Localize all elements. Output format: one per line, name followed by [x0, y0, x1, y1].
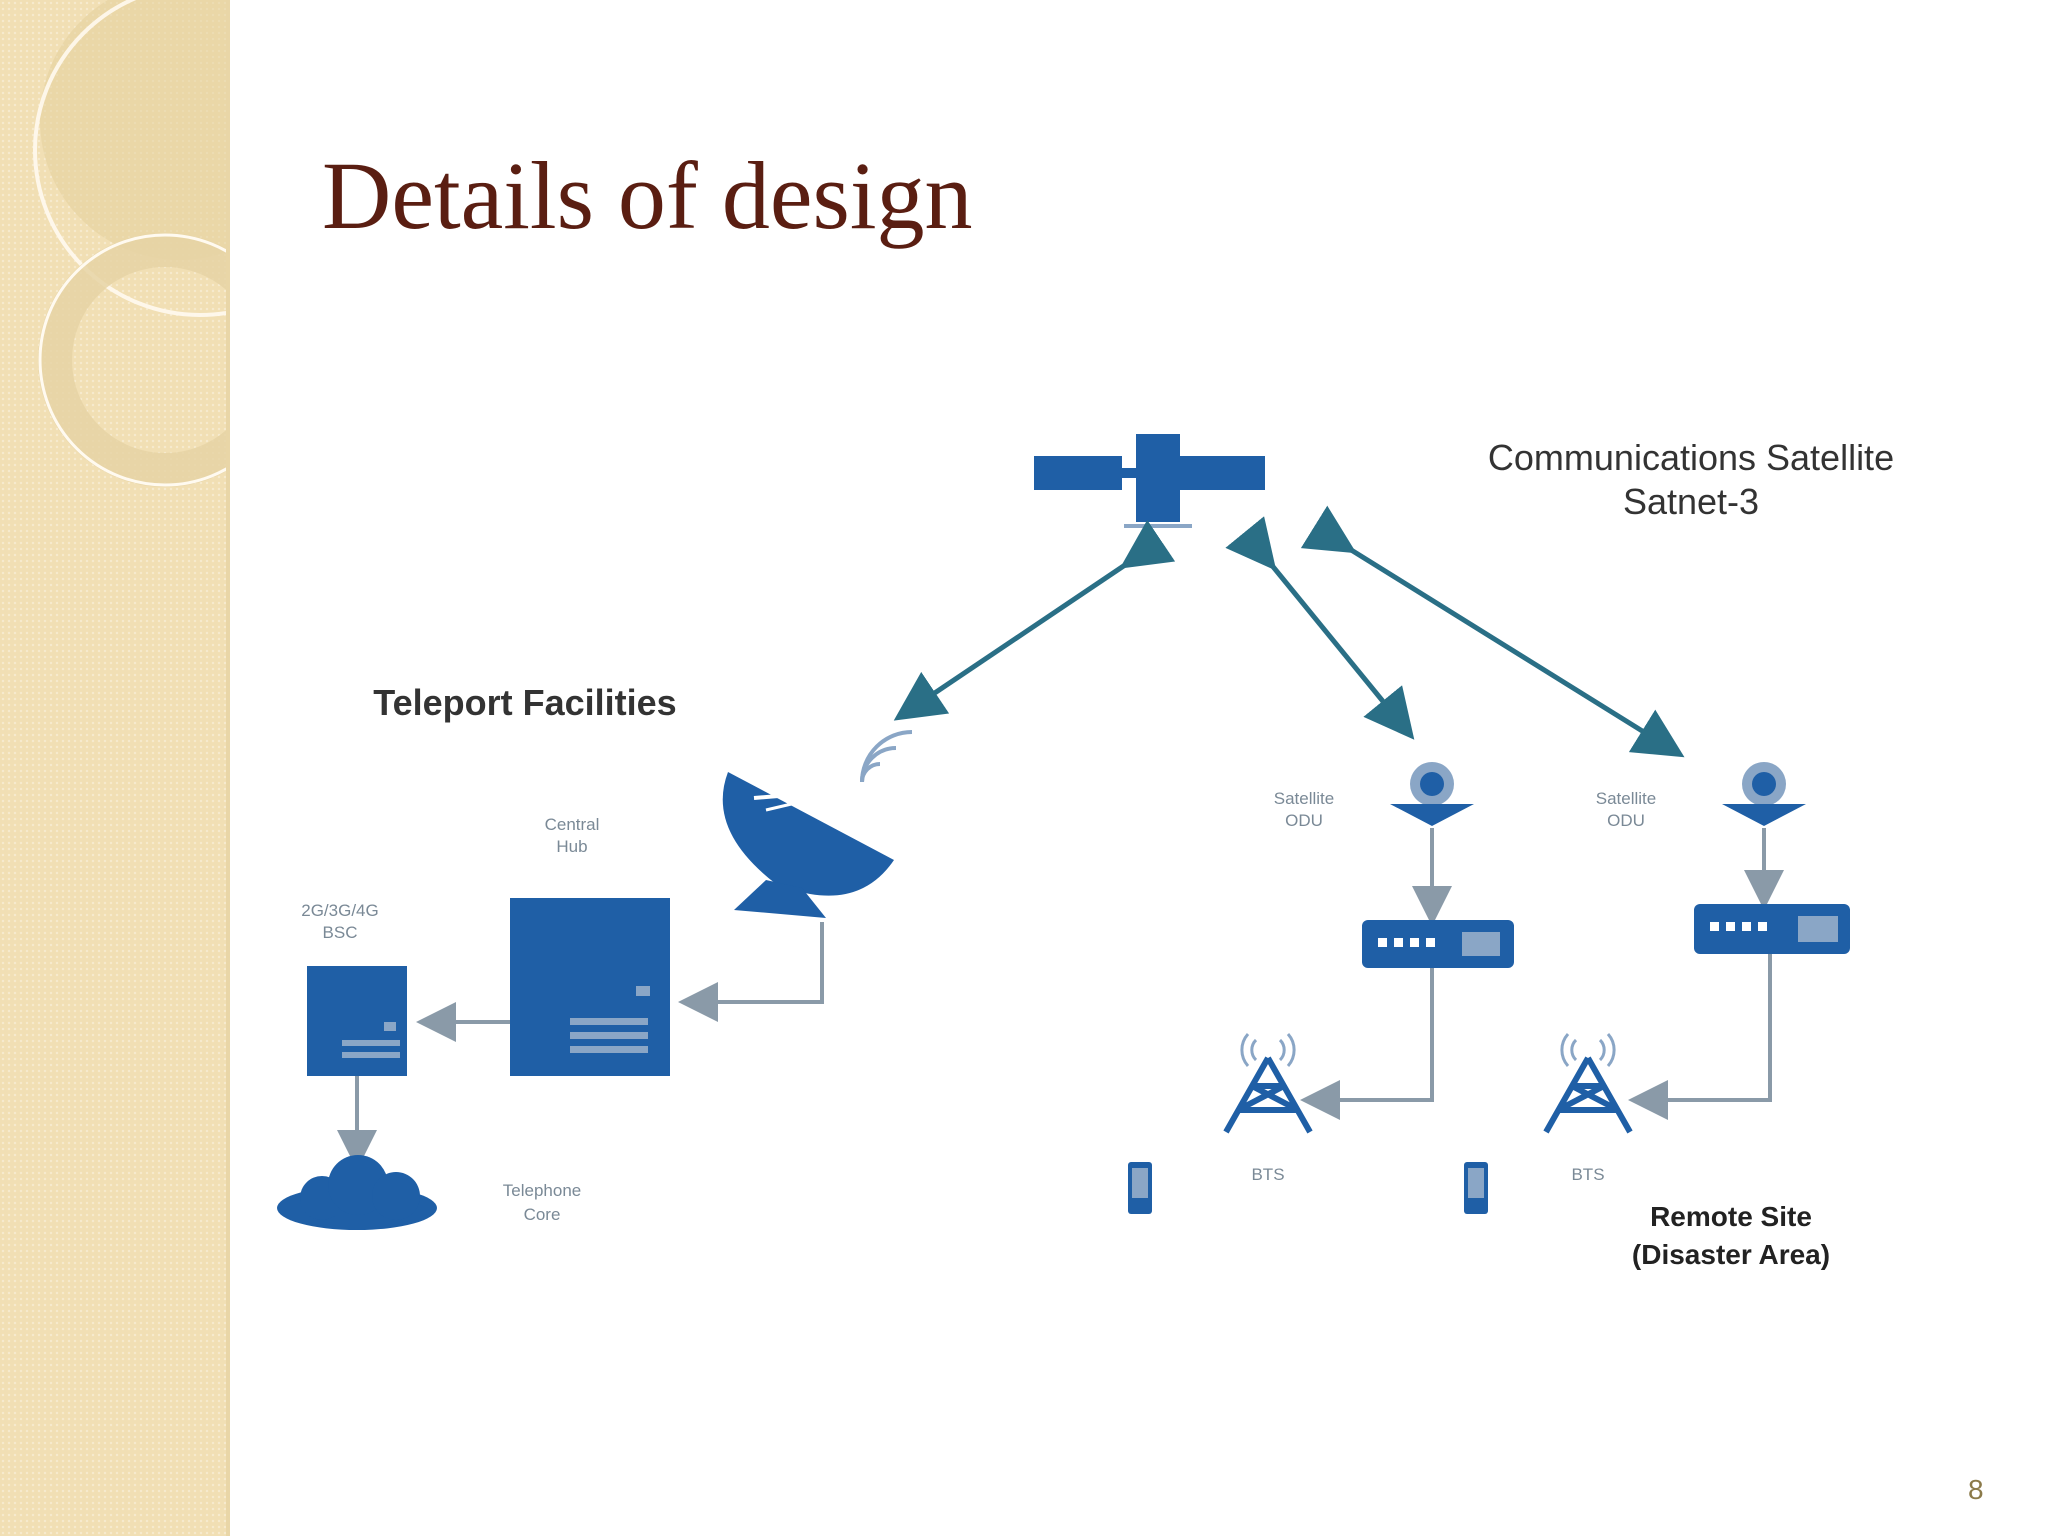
satellite-remote1-link: [1225, 516, 1415, 740]
central-hub-label-line2: Hub: [556, 837, 587, 856]
satellite-label-line1: Communications Satellite: [1488, 437, 1894, 478]
central-hub-label-line1: Central: [545, 815, 600, 834]
phone2-icon: [1464, 1162, 1488, 1214]
modem1-icon: [1362, 920, 1514, 968]
odu1-label-line1: Satellite: [1274, 789, 1334, 808]
bts1-label: BTS: [1251, 1165, 1284, 1184]
satellite-teleport-link: [893, 519, 1176, 721]
odu2-label-line2: ODU: [1607, 811, 1645, 830]
slide-title: Details of design: [322, 142, 973, 249]
satellite-label-line2: Satnet-3: [1623, 481, 1759, 522]
teleport-label: Teleport Facilities: [373, 682, 676, 723]
bsc-icon: [307, 966, 407, 1076]
bsc-label-line2: BSC: [323, 923, 358, 942]
bsc-label-line1: 2G/3G/4G: [301, 901, 378, 920]
page-number: 8: [1968, 1474, 1984, 1505]
network-diagram: Communications Satellite Satnet-3 Telepo…: [277, 434, 1894, 1270]
remote-site-label-line1: Remote Site: [1650, 1201, 1812, 1232]
remote-site-label-line2: (Disaster Area): [1632, 1239, 1830, 1270]
phone1-icon: [1128, 1162, 1152, 1214]
band-edge: [226, 0, 230, 1536]
satellite-icon: [1034, 434, 1265, 528]
modem2-to-bts2-connector: [1628, 954, 1772, 1120]
decorative-rings: [33, 0, 367, 487]
decorative-side-band: [0, 0, 367, 1536]
odu2-icon: [1722, 762, 1806, 826]
modem1-to-bts1-connector: [1300, 968, 1434, 1120]
dish-to-hub-connector: [678, 922, 824, 1022]
bts2-label: BTS: [1571, 1165, 1604, 1184]
cloud-icon: [277, 1155, 437, 1230]
satellite-remote2-link: [1300, 505, 1685, 758]
tower2-icon: [1543, 1033, 1633, 1134]
satellite-dish-icon: [722, 730, 913, 918]
telephone-core-label-line1: Telephone: [503, 1181, 581, 1200]
tower1-icon: [1223, 1033, 1313, 1134]
modem2-icon: [1694, 904, 1850, 954]
telephone-core-label-line2: Core: [524, 1205, 561, 1224]
odu1-icon: [1390, 762, 1474, 826]
odu2-label-line1: Satellite: [1596, 789, 1656, 808]
central-hub-icon: [510, 898, 670, 1076]
odu1-label-line2: ODU: [1285, 811, 1323, 830]
